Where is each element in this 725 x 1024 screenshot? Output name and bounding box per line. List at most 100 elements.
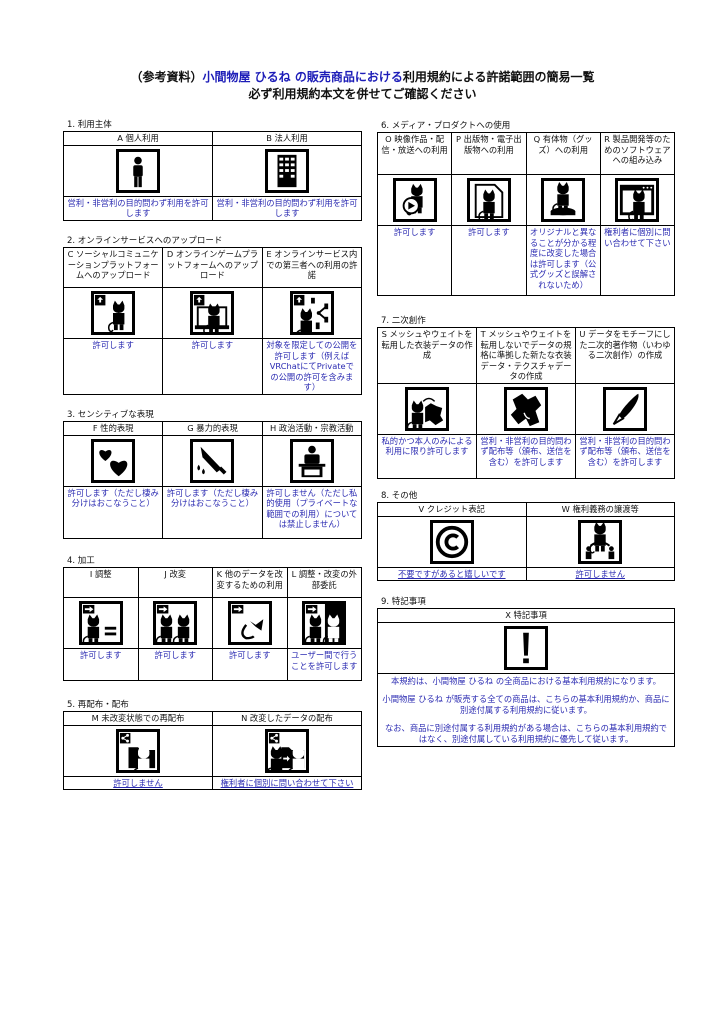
item-header: B 法人利用	[212, 131, 362, 146]
figure-icon	[541, 178, 586, 222]
permission-text: 許可しません（ただし私的使用（プライベートな範囲での利用）については禁止しません…	[261, 485, 363, 539]
item-header: G 暴力的表現	[162, 421, 263, 436]
permission-text: 許可します	[162, 338, 263, 395]
permission-text: 営利・非営利の目的問わず利用を許可します	[212, 195, 362, 221]
item-header: Q 有体物（グッズ）への利用	[525, 132, 601, 175]
permission-text: 私的かつ本人のみによる利用に限り許可します	[377, 433, 477, 479]
outsource-icon	[302, 601, 347, 645]
item-header: O 映像作品・配信・放送への利用	[376, 132, 453, 175]
item-header: K 他のデータを改変するための利用	[212, 567, 288, 598]
item-header: J 改変	[137, 567, 213, 598]
section-label: 4. 加工	[67, 556, 95, 566]
redistribute-icon	[116, 728, 160, 773]
page-subtitle: 必ず利用規約本文を併せてご確認ください	[248, 87, 477, 101]
outfit-icon	[504, 386, 548, 431]
title-prefix: （参考資料）	[130, 70, 203, 84]
upload-cat-icon	[91, 291, 136, 335]
license-table: X 特記事項 本規約は、小間物屋 ひるね の全商品における基本利用規約になります…	[377, 608, 675, 747]
outfit-transfer-icon	[405, 386, 449, 431]
section-label: 7. 二次創作	[381, 316, 426, 326]
item-header: N 改変したデータの配布	[212, 711, 362, 726]
section-label: 6. メディア・プロダクトへの使用	[381, 121, 511, 131]
upload-monitor-icon	[190, 291, 235, 335]
permission-text: 許可します	[212, 648, 288, 681]
section-special-notes: 9. 特記事項 X 特記事項 本規約は、小間物屋 ひるね の全商品における基本利…	[377, 597, 675, 747]
knife-icon	[190, 438, 235, 483]
exclamation-icon	[504, 625, 548, 670]
item-header: A 個人利用	[63, 131, 213, 146]
transfer-icon	[578, 519, 623, 564]
item-header: E オンラインサービス内での第三者への利用の許諾	[261, 247, 363, 288]
item-header: F 性的表現	[62, 421, 164, 436]
hearts-icon	[91, 438, 136, 483]
modify-icon	[153, 601, 198, 645]
item-header: C ソーシャルコミュニケーションプラットフォームへのアップロード	[62, 247, 164, 288]
permission-text: 対象を限定しての公開を許可します（例えばVRChatにてPrivateでの公開の…	[261, 338, 363, 395]
podium-icon	[289, 438, 334, 483]
item-header: U データをモチーフにした二次的著作物（いわゆる二次創作）の作成	[575, 327, 675, 384]
permission-text: 許可します	[451, 225, 527, 296]
note-paragraph: 小間物屋 ひるね が販売する全ての商品は、こちらの基本利用規約か、商品に別途付属…	[382, 694, 670, 715]
permission-text: 許可します	[137, 648, 213, 681]
permission-text: 許可しません	[525, 566, 675, 581]
software-icon	[615, 178, 660, 222]
permission-text: 不要ですがあると嬉しいです	[377, 566, 527, 581]
item-header: H 政治活動・宗教活動	[261, 421, 363, 436]
item-header: D オンラインゲームプラットフォームへのアップロード	[162, 247, 263, 288]
section-label: 2. オンラインサービスへのアップロード	[67, 236, 223, 246]
section-label: 9. 特記事項	[381, 597, 426, 607]
video-icon	[392, 178, 437, 222]
item-header: M 未改変状態での再配布	[63, 711, 213, 726]
title-suffix: 利用規約による許諾範囲の簡易一覧	[402, 70, 595, 84]
item-header: T メッシュやウェイトを転用しないでデータの規格に準拠した新たな衣装データ・テク…	[476, 327, 576, 384]
permission-text: 許可します（ただし棲み分けはおこなうこと）	[62, 485, 164, 539]
permission-text: 許可します	[376, 225, 453, 296]
title-shop-name: 小間物屋 ひるね の販売商品における	[202, 70, 403, 84]
item-header: P 出版物・電子出版物への利用	[451, 132, 527, 175]
permission-text: 許可しません	[63, 775, 213, 790]
upload-share-icon	[289, 291, 334, 335]
reuse-icon	[227, 601, 272, 645]
adjust-icon	[78, 601, 123, 645]
permission-text: オリジナルと異なることが分かる程度に改変した場合は許可します（公式グッズと誤解さ…	[525, 225, 601, 296]
permission-text: 営利・非営利の目的問わず配布等（頒布、送信を含む）を許可します	[575, 433, 675, 479]
distribute-modified-icon	[265, 728, 309, 773]
item-header: W 権利義務の譲渡等	[525, 502, 675, 517]
permission-text: 権利者に個別に問い合わせて下さい	[599, 225, 676, 296]
item-header: X 特記事項	[377, 608, 675, 623]
note-paragraph: 本規約は、小間物屋 ひるね の全商品における基本利用規約になります。	[391, 675, 661, 686]
item-header: L 調整・改変の外部委託	[286, 567, 362, 598]
permission-text: 許可します	[63, 648, 139, 681]
section-online-upload: 2. オンラインサービスへのアップロード C ソーシャルコミュニケーションプラッ…	[62, 236, 363, 395]
item-header: S メッシュやウェイトを転用した衣装データの作成	[377, 327, 477, 384]
item-header: I 調整	[63, 567, 139, 598]
page-title: （参考資料）小間物屋 ひるね の販売商品における利用規約による許諾範囲の簡易一覧	[0, 68, 725, 85]
permission-text: 権利者に個別に問い合わせて下さい	[212, 775, 362, 790]
building-icon	[265, 148, 309, 193]
person-icon	[116, 148, 160, 193]
section-label: 5. 再配布・配布	[67, 700, 129, 710]
item-header: V クレジット表記	[377, 502, 527, 517]
pen-icon	[603, 386, 647, 431]
permission-text: 許可します	[62, 338, 164, 395]
publication-icon	[466, 178, 511, 222]
section-label: 8. その他	[381, 491, 418, 501]
permission-text: 営利・非営利の目的問わず配布等（頒布、送信を含む）を許可します	[476, 433, 576, 479]
section-label: 1. 利用主体	[67, 120, 112, 130]
item-header: R 製品開発等のためのソフトウェアへの組み込み	[599, 132, 676, 175]
copyright-icon	[429, 519, 474, 564]
permission-text: ユーザー間で行うことを許可します	[286, 648, 362, 681]
